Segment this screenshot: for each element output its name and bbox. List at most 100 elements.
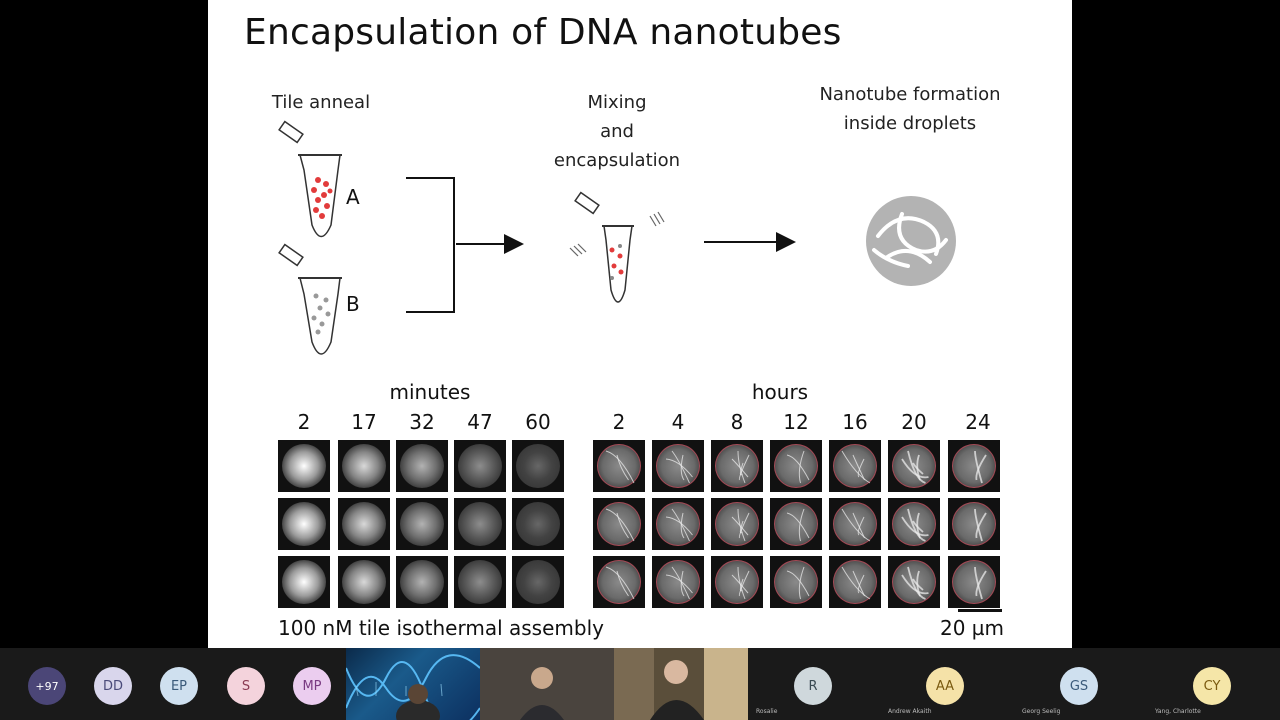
droplet-image (656, 444, 700, 488)
microscopy-cell (770, 498, 822, 550)
avatar-cy[interactable]: CY (1193, 667, 1231, 705)
droplet-image (597, 444, 641, 488)
participant-name: Rosalie (756, 708, 778, 715)
tick-label: 12 (783, 410, 809, 434)
nanotube-strands (841, 508, 871, 542)
microscopy-cell (711, 440, 763, 492)
nanotube-strands (605, 450, 635, 484)
droplet-nanotubes-icon (866, 196, 956, 286)
step-label-anneal: Tile anneal (271, 92, 371, 113)
droplet-image (342, 502, 386, 546)
microscopy-cell (888, 556, 940, 608)
droplet-image (774, 502, 818, 546)
nanotube-strands (665, 508, 693, 542)
nanotube-strands (665, 566, 693, 600)
nanotube-strands (786, 508, 810, 542)
tick-label: 8 (730, 410, 744, 434)
microscopy-cell (829, 556, 881, 608)
tube-b-icon (278, 243, 342, 355)
avatar-mp[interactable]: MP (293, 667, 331, 705)
droplet-image (458, 444, 502, 488)
droplet-image (597, 502, 641, 546)
microscopy-cell (278, 498, 330, 550)
microscopy-cell (948, 556, 1000, 608)
participant-name: Yang, Charlotte (1155, 708, 1201, 715)
microscopy-cell (512, 440, 564, 492)
droplet-image (516, 560, 560, 604)
droplet-image (833, 444, 877, 488)
microscopy-cell (652, 498, 704, 550)
avatar-aa[interactable]: AA (926, 667, 964, 705)
microscopy-cell (512, 556, 564, 608)
figure-caption: 100 nM tile isothermal assembly (278, 616, 604, 640)
minutes-label: minutes (389, 380, 471, 404)
workflow-diagram (278, 120, 956, 355)
tick-label: 2 (612, 410, 626, 434)
droplet-image (597, 560, 641, 604)
microscopy-cell (711, 498, 763, 550)
nanotube-strands (901, 508, 929, 542)
droplet-image (458, 560, 502, 604)
presentation-slide: Encapsulation of DNA nanotubes Tile anne… (208, 0, 1072, 648)
droplet-image (516, 502, 560, 546)
droplet-image (400, 560, 444, 604)
microscopy-cell (512, 498, 564, 550)
microscopy-cell (652, 556, 704, 608)
tick-label: 4 (671, 410, 685, 434)
scale-label: 20 µm (940, 616, 1005, 640)
step-label-mixing: Mixing and encapsulation (553, 92, 681, 171)
microscopy-cell (593, 440, 645, 492)
nanotube-strands (605, 508, 635, 542)
microscopy-cell (948, 498, 1000, 550)
tick-label: 20 (901, 410, 927, 434)
participant-name: Georg Seelig (1022, 708, 1061, 715)
step-label-formation: Nanotube formation inside droplets (819, 84, 1001, 134)
nanotube-strands (731, 566, 750, 600)
droplet-image (400, 444, 444, 488)
nanotube-strands (901, 566, 929, 600)
tick-label: 47 (467, 410, 493, 434)
nanotube-strands (605, 566, 635, 600)
droplet-image (656, 560, 700, 604)
participant-name: Andrew Akaith (888, 708, 932, 715)
nanotube-strands (974, 566, 987, 600)
tube-a-icon (278, 120, 342, 238)
microscopy-cell (593, 556, 645, 608)
droplet-image (282, 560, 326, 604)
droplet-image (516, 444, 560, 488)
participants-overflow-button[interactable]: +97 (28, 667, 66, 705)
droplet-image (952, 444, 996, 488)
tick-label: 16 (842, 410, 868, 434)
tube-label-a: A (346, 185, 360, 209)
merge-bracket (406, 177, 524, 313)
nanotube-strands (786, 450, 810, 484)
microscopy-cell (829, 440, 881, 492)
microscopy-cell (338, 498, 390, 550)
nanotube-strands (731, 508, 750, 542)
tube-label-b: B (346, 292, 360, 316)
video-tile-person-2[interactable] (614, 648, 748, 720)
droplet-image (715, 560, 759, 604)
avatar-r[interactable]: R (794, 667, 832, 705)
microscopy-cell (770, 440, 822, 492)
droplet-image (952, 502, 996, 546)
mixing-tube-icon (569, 191, 665, 303)
droplet-image (715, 502, 759, 546)
droplet-image (656, 502, 700, 546)
droplet-image (342, 444, 386, 488)
droplet-image (833, 560, 877, 604)
video-tile-dna[interactable] (346, 648, 480, 720)
nanotube-strands (974, 508, 987, 542)
avatar-gs[interactable]: GS (1060, 667, 1098, 705)
microscopy-cell (829, 498, 881, 550)
droplet-image (952, 560, 996, 604)
microscopy-cell (278, 556, 330, 608)
tick-label: 24 (965, 410, 991, 434)
video-tile-person-1[interactable] (480, 648, 614, 720)
avatar-dd[interactable]: DD (94, 667, 132, 705)
avatar-s[interactable]: S (227, 667, 265, 705)
droplet-image (892, 502, 936, 546)
avatar-ep[interactable]: EP (160, 667, 198, 705)
microscopy-cell (454, 440, 506, 492)
tick-label: 17 (351, 410, 377, 434)
